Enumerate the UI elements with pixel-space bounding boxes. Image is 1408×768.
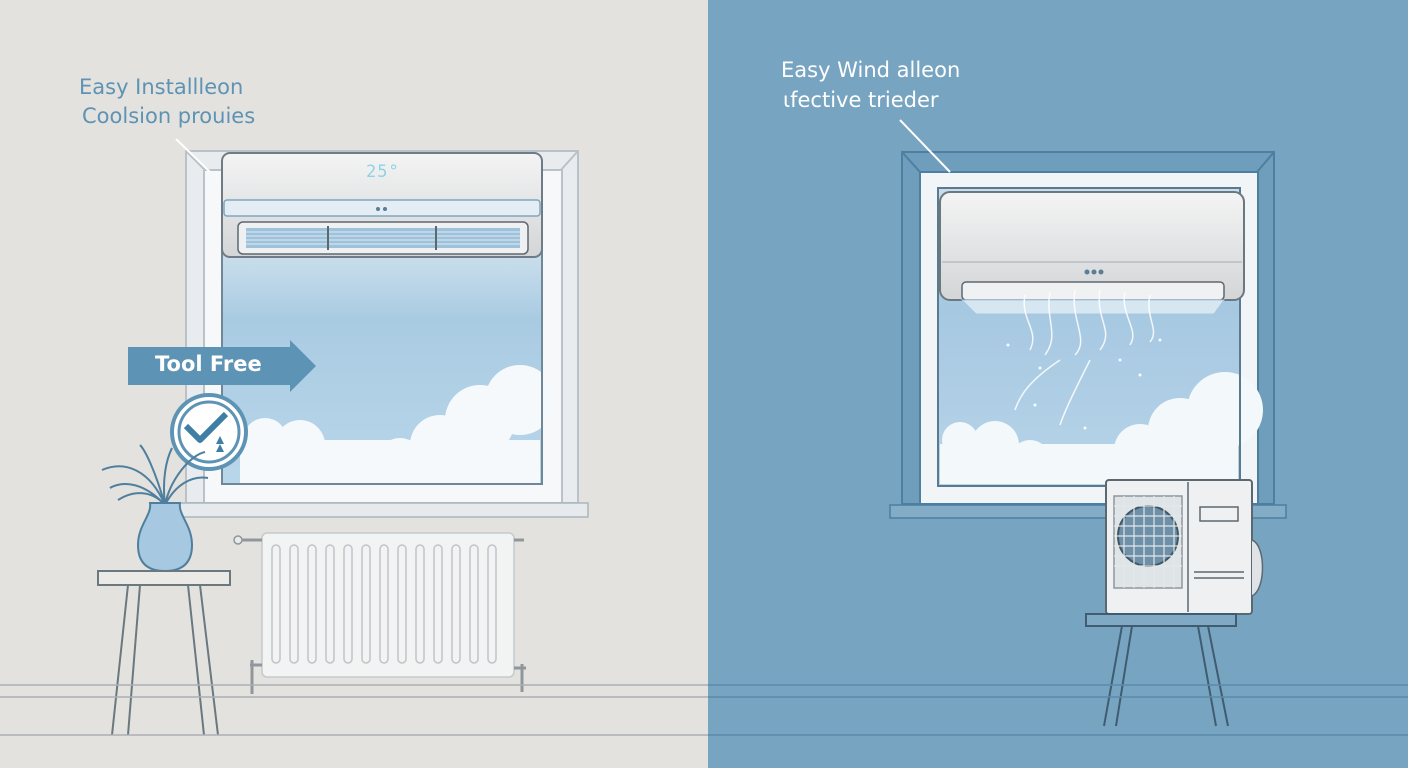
right-window <box>889 151 1287 519</box>
tool-free-label: Tool Free <box>155 352 262 376</box>
outdoor-unit <box>1105 479 1264 615</box>
arrow-right-icon <box>290 340 316 392</box>
radiator <box>233 532 526 694</box>
airflow <box>1014 289 1155 426</box>
left-ac-unit <box>221 152 543 258</box>
right-ac-unit <box>939 191 1245 315</box>
clouds-right <box>940 372 1263 484</box>
side-table <box>97 570 231 736</box>
right-heading-line1: Easy Wind alleon <box>781 58 961 82</box>
plant <box>101 444 209 506</box>
check-badge-icon <box>170 393 248 471</box>
right-heading-line2: ɩfective trieder <box>783 88 939 112</box>
tool-free-badge <box>128 340 316 392</box>
left-heading-line2: Coolsion prouies <box>82 104 256 128</box>
left-heading-line1: Easy Installleon <box>79 75 244 99</box>
ac-temperature-display: 25° <box>366 162 400 182</box>
right-table <box>1085 613 1237 727</box>
clouds <box>240 365 555 484</box>
